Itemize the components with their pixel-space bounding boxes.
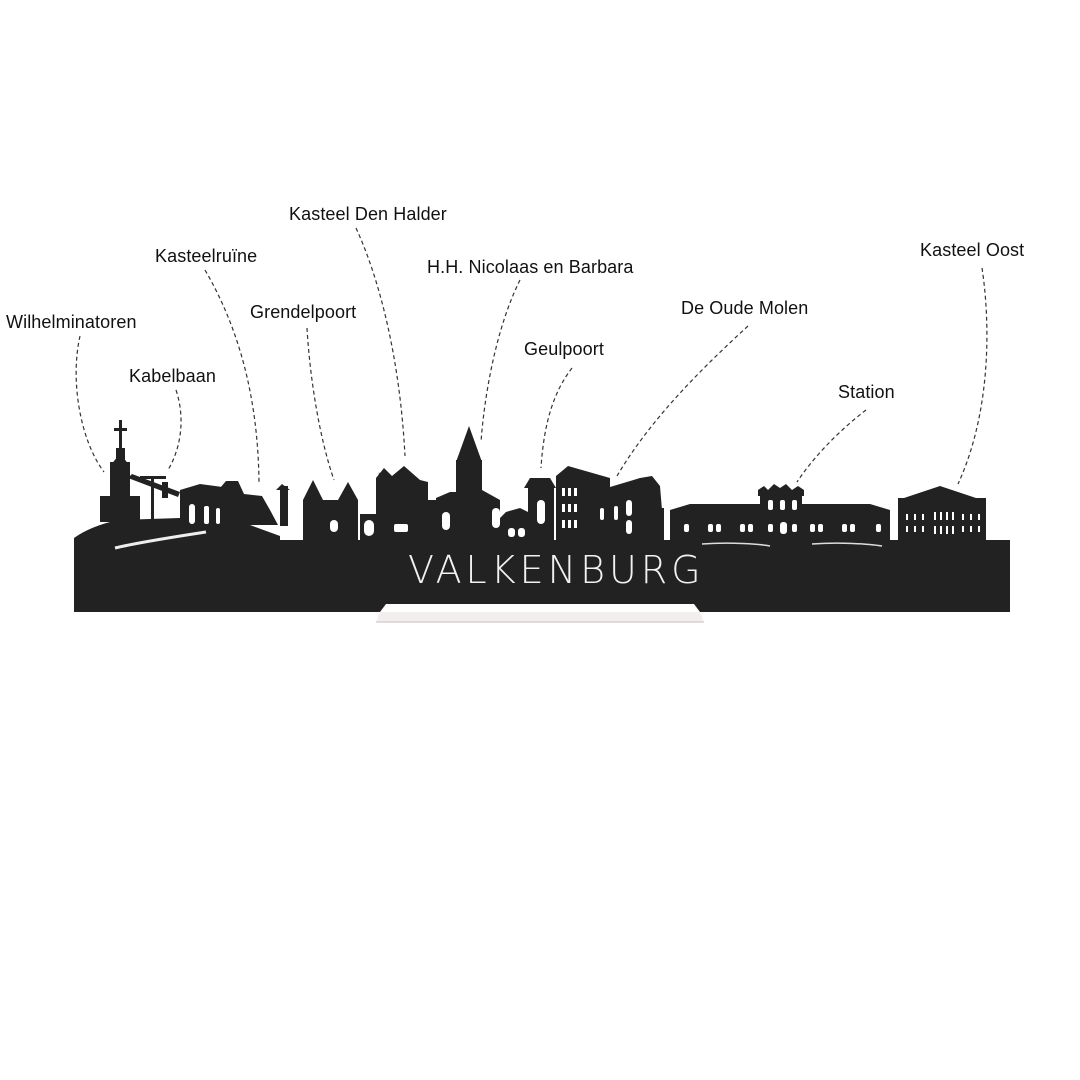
- label-geulpoort: Geulpoort: [524, 339, 604, 359]
- label-station: Station: [838, 382, 895, 402]
- label-de-oude-molen: De Oude Molen: [681, 298, 809, 318]
- window-cutouts: [114, 488, 980, 550]
- label-kasteel-oost: Kasteel Oost: [920, 240, 1025, 260]
- stand-base: [376, 612, 704, 622]
- label-wilhelminatoren: Wilhelminatoren: [6, 312, 137, 332]
- label-hh-nicolaas-en-barbara: H.H. Nicolaas en Barbara: [427, 257, 634, 277]
- label-kabelbaan: Kabelbaan: [129, 366, 216, 386]
- leader-lines: [75, 227, 988, 485]
- kasteel-oost-windows: [906, 512, 980, 534]
- label-kasteelruine: Kasteelruïne: [155, 246, 258, 266]
- city-wordmark: VALKENBURG: [408, 548, 705, 592]
- label-grendelpoort: Grendelpoort: [250, 302, 357, 322]
- label-kasteel-den-halder: Kasteel Den Halder: [289, 204, 447, 224]
